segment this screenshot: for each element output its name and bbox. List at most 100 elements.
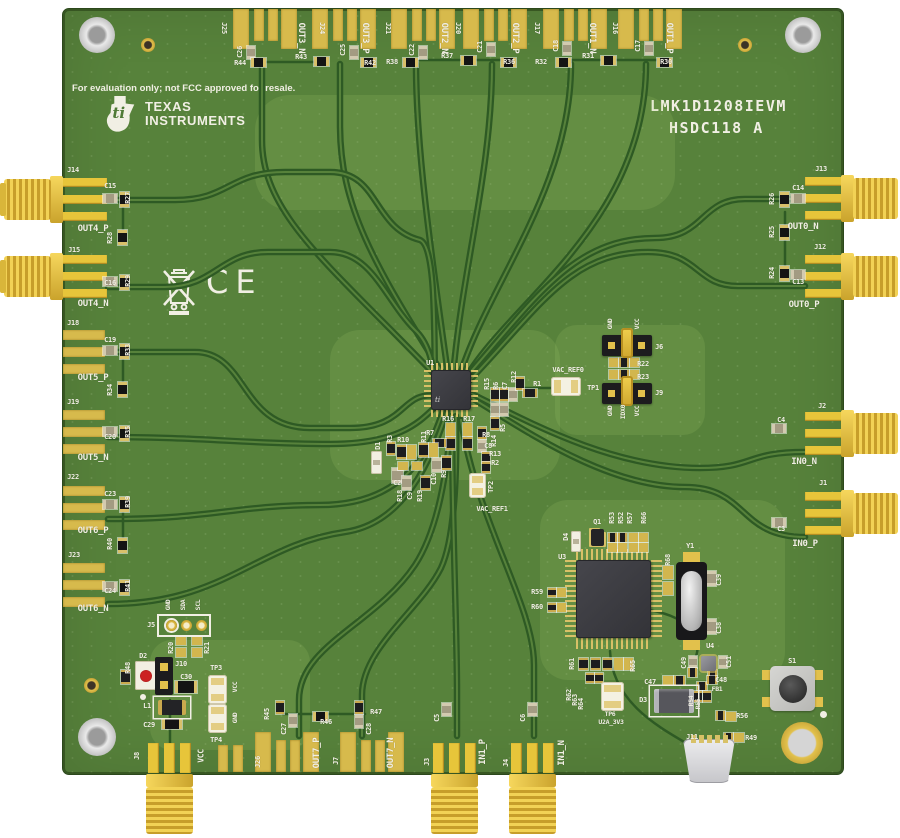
label-J13: J13 [815, 165, 827, 173]
label-OUT0_N: OUT0_N [787, 222, 819, 232]
edge-pad [375, 740, 385, 772]
component [117, 229, 128, 246]
label-J6: J6 [655, 343, 663, 351]
testpoint-pad [211, 707, 224, 714]
sma-connector-J15 [50, 253, 63, 300]
component [397, 461, 409, 471]
component [161, 718, 183, 730]
label-R12: R12 [510, 371, 518, 383]
sma-connector-J14 [50, 176, 63, 223]
label-TP1: TP1 [587, 384, 599, 392]
label-C21: C21 [476, 41, 484, 53]
label-R11: R11 [420, 431, 428, 443]
testpoint-pad [604, 701, 621, 708]
label-VCC: VCC [633, 405, 641, 417]
sma-connector-J1 [805, 509, 843, 518]
label-C16: C16 [104, 279, 116, 287]
edge-pad [63, 597, 105, 607]
jumper-shunt [621, 328, 633, 358]
edge-pad [312, 9, 328, 49]
label-C19: C19 [104, 336, 116, 344]
edge-pad [63, 410, 105, 420]
led-lens [139, 669, 152, 682]
button-cap [778, 674, 807, 703]
label-D2: D2 [139, 652, 147, 660]
label-J21: J21 [384, 22, 392, 34]
header-pin [608, 390, 615, 397]
label-J5: J5 [147, 621, 155, 629]
jumper-shunt [621, 376, 633, 406]
label-SCL: SCL [194, 599, 202, 611]
label-C28: C28 [365, 723, 373, 735]
label-C10: C10 [430, 473, 438, 485]
label-R43: R43 [295, 53, 307, 61]
component [477, 439, 487, 453]
edge-pad [498, 9, 508, 41]
label-L1: L1 [143, 702, 151, 710]
component [723, 732, 734, 743]
label-TP2: TP2 [487, 481, 495, 493]
sma-connector-J8 [146, 787, 193, 834]
sma-connector-J8 [148, 743, 159, 773]
led-D1 [371, 451, 382, 474]
edge-pad [63, 503, 105, 513]
component [418, 45, 428, 60]
via-hole [819, 710, 827, 718]
label-OUT2_N: OUT2_N [439, 22, 449, 54]
label-C2: C2 [393, 479, 401, 487]
testpoint-pad [211, 694, 224, 701]
component [771, 517, 787, 528]
sma-connector-J4 [543, 743, 554, 773]
component [477, 426, 487, 440]
component [119, 274, 130, 291]
ic-U4 [701, 656, 716, 671]
label-R37: R37 [441, 52, 453, 60]
component [432, 438, 447, 448]
label-R45: R45 [263, 708, 271, 720]
sma-connector-J12 [805, 272, 843, 281]
component [618, 357, 630, 368]
label-J17: J17 [533, 22, 541, 34]
label-J8: J8 [133, 752, 141, 760]
sma-connector-J2 [841, 410, 854, 457]
sma-connector-J2 [805, 446, 843, 455]
component [360, 57, 377, 68]
label-C9: C9 [406, 492, 414, 500]
component [508, 387, 518, 402]
sma-connector-J15 [62, 255, 107, 264]
label-R23: R23 [637, 373, 649, 381]
label-OUT5_P: OUT5_P [77, 373, 109, 383]
mounting-hole [781, 722, 823, 764]
label-D1: D1 [374, 442, 382, 450]
label-C48: C48 [715, 676, 727, 684]
component [522, 388, 538, 398]
label-C27: C27 [280, 723, 288, 735]
label-U4: U4 [706, 642, 714, 650]
edge-pad [639, 9, 649, 41]
component [707, 669, 718, 680]
label-OUT3_N: OUT3_N [296, 22, 306, 54]
component [688, 655, 698, 669]
component [662, 675, 674, 686]
label-J23: J23 [68, 551, 80, 559]
diode-band [573, 539, 579, 545]
sma-connector-J13 [853, 178, 898, 219]
label-R40: R40 [106, 538, 114, 550]
label-R3: R3 [386, 435, 394, 443]
label-R16: R16 [442, 415, 454, 423]
edge-pad [63, 520, 105, 530]
edge-pad [361, 740, 371, 772]
label-VCC: VCC [633, 318, 641, 330]
sma-connector-J13 [841, 175, 854, 222]
label-R33: R33 [124, 344, 132, 356]
component [562, 41, 572, 56]
component [702, 690, 712, 703]
label-R19: R19 [416, 490, 424, 502]
label-R8: R8 [482, 431, 490, 439]
sma-connector-J13 [805, 177, 843, 186]
sma-connector-J14 [62, 195, 107, 204]
component [629, 369, 640, 380]
component [623, 657, 634, 671]
label-R41: R41 [124, 580, 132, 592]
label-C6: C6 [519, 714, 527, 722]
